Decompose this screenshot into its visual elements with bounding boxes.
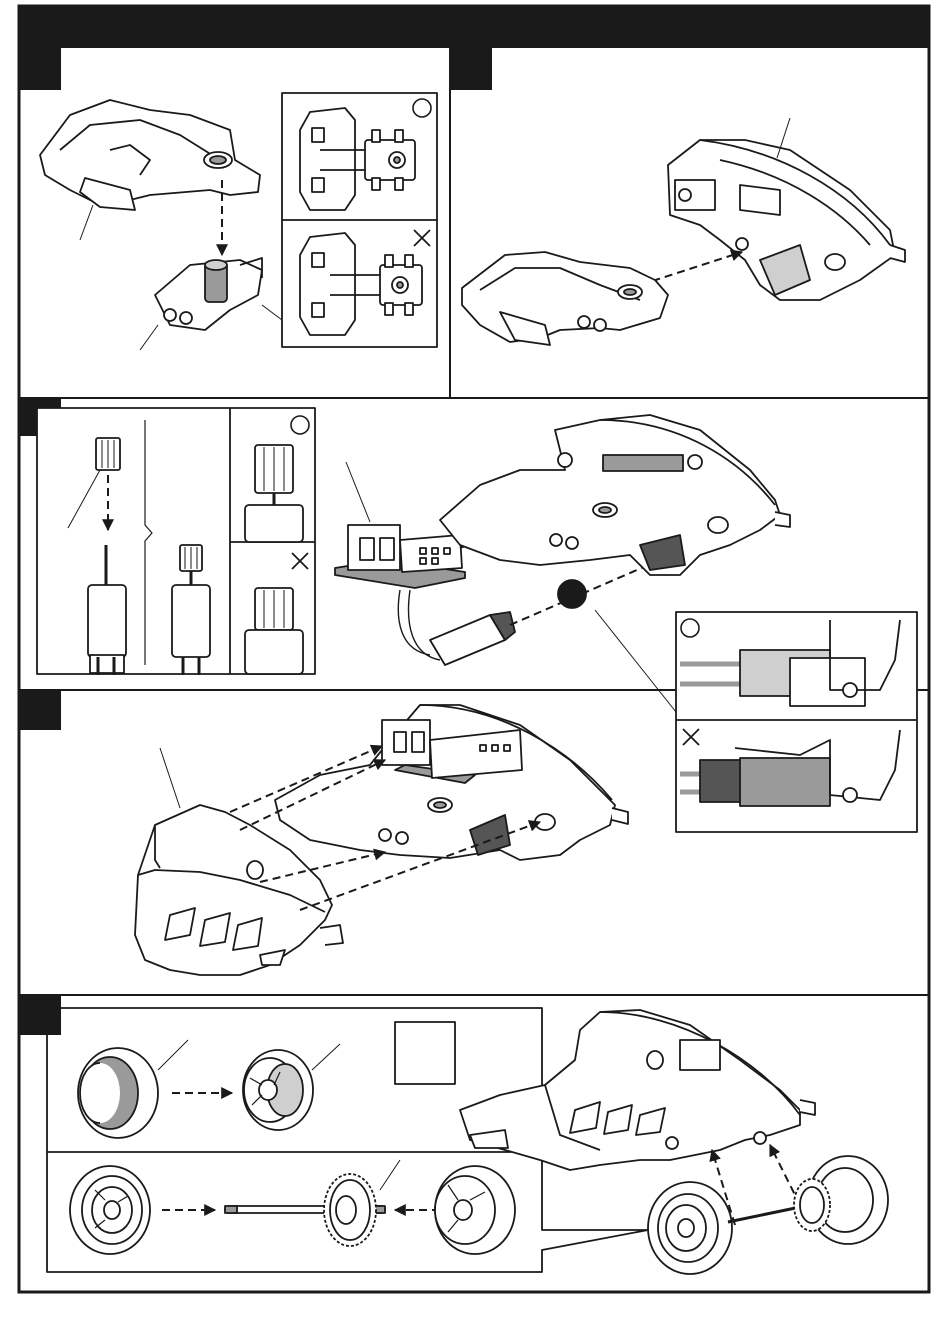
tire-part <box>78 1048 158 1138</box>
step-2-badge <box>450 48 492 90</box>
correct-circle-icon <box>291 416 309 434</box>
pinion-gear <box>96 438 120 470</box>
step-1-badge <box>19 48 61 90</box>
step-4-badge <box>19 690 61 730</box>
callout-dot-icon <box>558 580 586 608</box>
wheel-right <box>435 1166 515 1254</box>
wheel-rim-part <box>243 1050 313 1130</box>
correct-circle-icon <box>413 99 431 117</box>
wheel-left <box>70 1166 150 1254</box>
step-5-badge <box>19 995 61 1035</box>
note-box <box>395 1022 455 1084</box>
correct-circle-icon <box>681 619 699 637</box>
header-band <box>19 6 929 48</box>
front-wheel <box>648 1182 732 1274</box>
